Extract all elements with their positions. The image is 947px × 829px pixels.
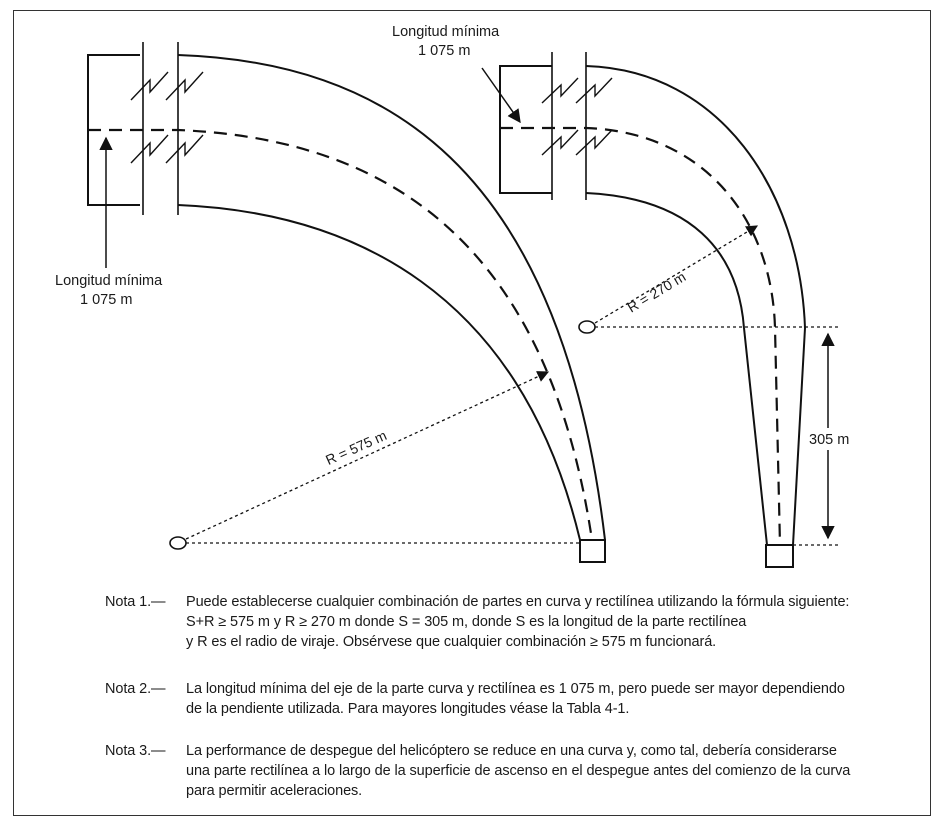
- left-zigzag-top-2: [165, 71, 204, 101]
- left-outer-edge: [177, 54, 606, 541]
- figure-frame: [13, 10, 931, 816]
- left-radius-label: R = 575 m: [323, 427, 389, 468]
- right-radius-line: [594, 225, 759, 324]
- right-curved-surface: R = 270 m 305 m Longitud mínima 1 075 m: [392, 24, 856, 568]
- right-min-length-label: Longitud mínima: [392, 24, 500, 40]
- right-zigzag-bottom-2: [575, 129, 613, 156]
- right-centerline: [500, 126, 782, 546]
- right-end-box: [765, 544, 794, 568]
- right-radius-label: R = 270 m: [624, 268, 688, 315]
- left-center-circle: [169, 536, 187, 550]
- straight-length-label: 305 m: [809, 432, 849, 448]
- right-zigzag-bottom-1: [541, 129, 579, 156]
- takeoff-climb-diagram: R = 575 m Longitud mínima 1 075 m R = 2: [55, 24, 856, 568]
- left-zigzag-bottom-2: [165, 134, 204, 164]
- right-center-circle: [578, 320, 596, 334]
- left-min-length-value: 1 075 m: [80, 292, 132, 308]
- right-min-length-arrow: [481, 67, 521, 124]
- left-min-length-label: Longitud mínima: [55, 273, 163, 289]
- right-min-length-value: 1 075 m: [418, 43, 470, 59]
- left-end-box: [579, 539, 606, 563]
- left-inner-edge: [177, 204, 581, 541]
- right-zigzag-top-1: [541, 77, 579, 104]
- left-centerline: [88, 128, 594, 541]
- left-radius-line: [185, 371, 550, 540]
- left-zigzag-top-1: [130, 71, 169, 101]
- left-zigzag-bottom-1: [130, 134, 169, 164]
- right-start-box: [499, 65, 552, 194]
- right-outer-edge: [585, 65, 807, 546]
- right-inner-edge: [585, 192, 768, 546]
- right-zigzag-top-2: [575, 77, 613, 104]
- left-curved-surface: R = 575 m Longitud mínima 1 075 m: [55, 42, 606, 563]
